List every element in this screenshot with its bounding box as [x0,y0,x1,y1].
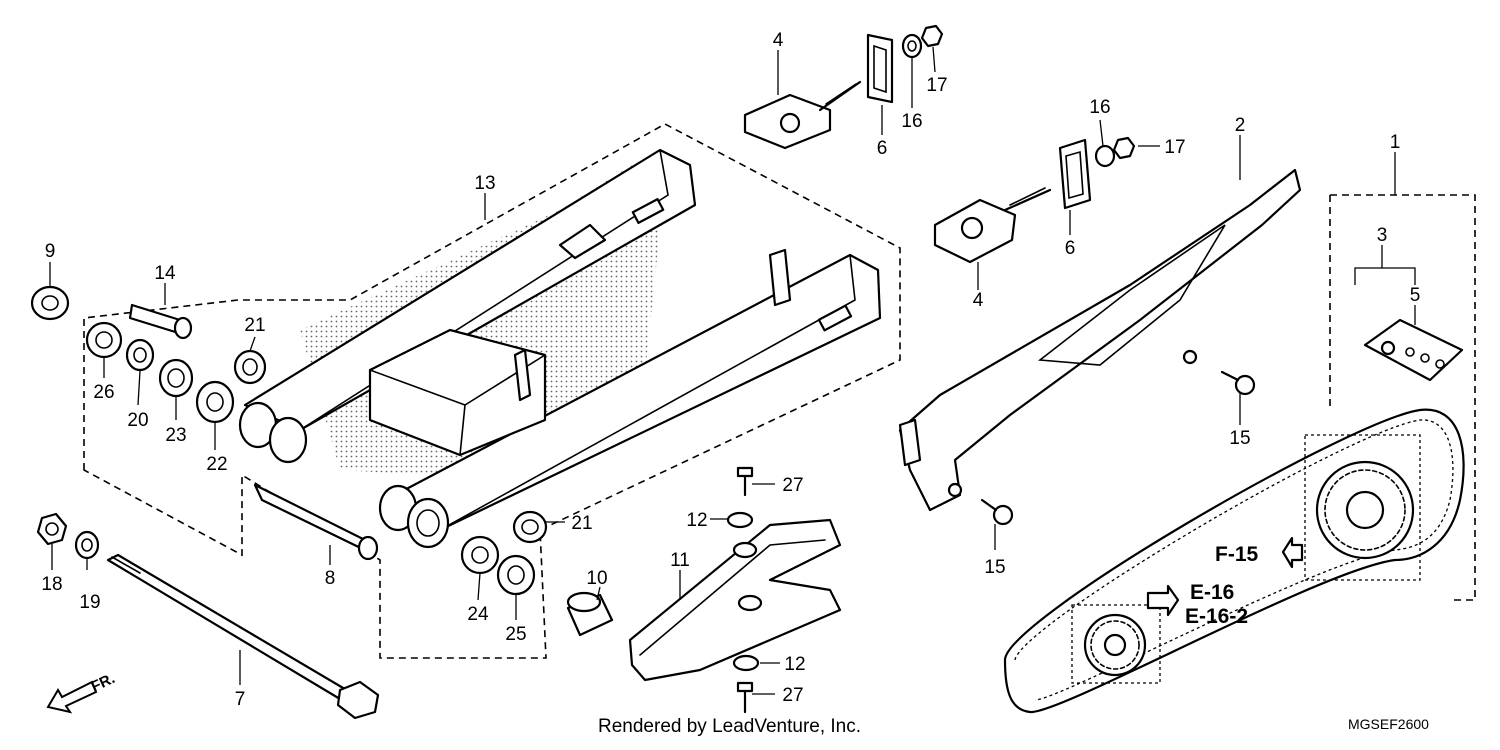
chain-group-outline [1330,194,1476,601]
ref-label-f15: F-15 [1215,543,1259,566]
adjuster-plate-upper [866,33,894,104]
callout-9: 9 [45,241,56,262]
callout-27-lower: 27 [782,685,803,706]
dust-seal [85,321,123,359]
spacer-collar [566,591,614,637]
ball-bearing-left [195,380,235,424]
chain-slider [628,518,842,682]
callout-11: 11 [670,550,690,571]
callout-23: 23 [165,425,186,446]
callout-24: 24 [467,604,489,625]
nut-lower [1112,136,1136,160]
front-direction-arrow: FR. [46,670,118,714]
diagram-code: MGSEF2600 [1348,716,1429,732]
callout-numbers: 1 2 3 4 4 5 6 6 7 8 9 10 11 12 12 13 14 … [41,30,1420,710]
callout-26: 26 [93,382,114,403]
callout-17-upper: 17 [926,75,947,96]
chain-case-bolt-lower [980,498,1014,526]
pivot-collar-upper [233,349,267,385]
callout-21-lower: 21 [571,513,592,534]
front-sprocket [1071,604,1161,684]
callout-19: 19 [79,592,100,613]
callout-21-upper: 21 [244,315,265,336]
adjuster-plate-lower [1058,138,1092,210]
callout-7: 7 [235,689,246,710]
callout-3: 3 [1377,225,1388,246]
nut-upper [920,24,944,48]
ref-label-e16: E-16 [1190,581,1234,604]
pivot-pipe [128,303,193,340]
callout-5: 5 [1410,285,1421,306]
callout-15-upper: 15 [1229,428,1250,449]
callout-12-upper: 12 [686,510,707,531]
callout-12-lower: 12 [784,654,805,675]
ref-arrow-f15 [1281,536,1304,569]
callout-20: 20 [127,410,148,431]
chain-case-bolt-upper [1220,370,1256,396]
pivot-bolt [106,553,380,720]
washer-lower [1094,144,1116,168]
chain-case [898,168,1302,512]
pivot-washer [74,530,100,560]
slider-bolt-lower [736,681,754,714]
swingarm [238,148,882,549]
credit-text: Rendered by LeadVenture, Inc. [598,716,861,737]
callout-6-upper: 6 [877,138,888,159]
callout-6-lower: 6 [1065,238,1076,259]
callout-15-lower: 15 [984,557,1005,578]
seal-ring [125,338,155,372]
chain-adjuster-upper [743,80,862,150]
slider-collar-lower [732,654,760,672]
pivot-collar-right [512,510,548,544]
leader-lines [49,46,1416,695]
inner-pivot-pipe [253,483,379,561]
needle-bearing-right [460,535,500,575]
callout-10: 10 [586,568,607,589]
slider-bolt-upper [736,466,754,497]
callout-16-lower: 16 [1089,97,1110,118]
callout-13: 13 [474,173,495,194]
callout-25: 25 [505,624,526,645]
callout-4-upper: 4 [773,30,784,51]
slider-collar-upper [726,511,754,529]
callout-2: 2 [1235,115,1246,136]
pivot-collar-left [30,285,70,321]
needle-bearing-left [158,358,194,398]
callout-1: 1 [1390,132,1401,153]
ball-bearing-right [496,554,536,596]
callout-4-lower: 4 [973,290,984,311]
callout-22: 22 [206,454,227,475]
callout-18: 18 [41,574,62,595]
callout-27-upper: 27 [782,475,803,496]
chain-adjuster-lower [933,187,1052,264]
ref-arrow-e16 [1146,584,1180,617]
rear-sprocket [1304,434,1421,581]
callout-8: 8 [325,568,336,589]
ref-label-e16-2: E-16-2 [1185,605,1248,628]
chain-joint-kit [1363,318,1464,382]
callout-14: 14 [154,263,176,284]
callout-16-upper: 16 [901,111,922,132]
front-label: FR. [89,670,118,696]
callout-17-lower: 17 [1164,137,1185,158]
washer-upper [901,33,923,59]
pivot-nut [36,512,68,546]
